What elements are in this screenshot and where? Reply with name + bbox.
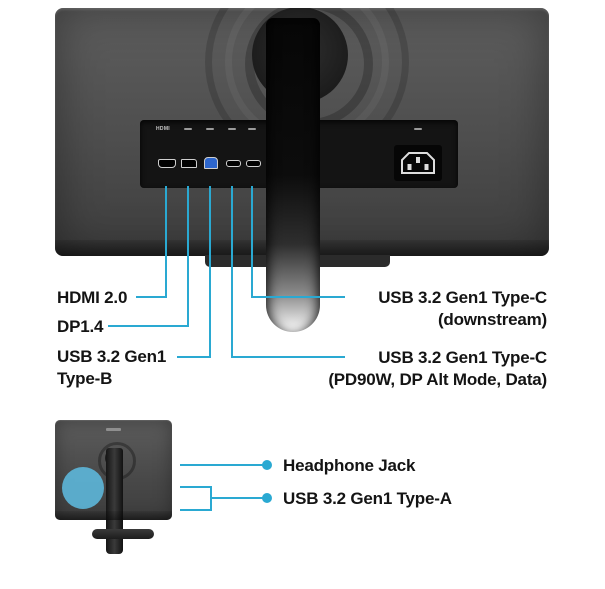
power-marking-icon <box>414 128 422 130</box>
dp-port <box>181 159 197 168</box>
label-usb-c-pd: USB 3.2 Gen1 Type-C (PD90W, DP Alt Mode,… <box>328 347 547 391</box>
callout-dot-usba <box>262 493 272 503</box>
callout-dot-headphone <box>262 460 272 470</box>
callout-line-headphone <box>180 464 264 466</box>
usb-c-port-marking-icon-2 <box>248 128 256 130</box>
usb-c-port-marking-icon <box>228 128 236 130</box>
label-usb-c-downstream: USB 3.2 Gen1 Type-C (downstream) <box>378 287 547 331</box>
thumbnail-stand-column <box>106 448 123 554</box>
label-usb-b-line2: Type-B <box>57 369 113 388</box>
usb-c-port-pd <box>226 160 241 167</box>
label-dp: DP1.4 <box>57 317 104 336</box>
label-usb-b-line1: USB 3.2 Gen1 <box>57 347 167 366</box>
callout-line-usbb-v <box>209 186 211 358</box>
callout-line-usbc-down-v <box>251 186 253 298</box>
side-port-highlight-circle <box>62 467 104 509</box>
label-usb-a: USB 3.2 Gen1 Type-A <box>283 489 452 508</box>
thumbnail-stand-base <box>92 529 154 539</box>
stand-column <box>266 18 320 332</box>
hdmi-port <box>158 159 176 168</box>
callout-line-usbc-down-h <box>251 296 345 298</box>
usb-c-port-downstream <box>246 160 261 167</box>
usb-b-port-marking-icon <box>206 128 214 130</box>
callout-line-dp-v <box>187 186 189 327</box>
label-headphone: Headphone Jack <box>283 456 416 475</box>
callout-line-usbb-h <box>177 356 211 358</box>
callout-line-usbc-pd-h <box>231 356 345 358</box>
label-usb-b: USB 3.2 Gen1 Type-B <box>57 346 166 390</box>
usb-b-port <box>204 157 218 169</box>
callout-line-hdmi-v <box>165 186 167 298</box>
callout-line-usba-mid <box>210 497 264 499</box>
hdmi-port-marking: HDMI <box>156 126 170 132</box>
logo-mark <box>106 428 121 431</box>
callout-line-hdmi-h <box>136 296 167 298</box>
label-usb-c-downstream-line2: (downstream) <box>437 310 547 329</box>
callout-line-usba-bottom <box>180 509 212 511</box>
callout-line-usba-top <box>180 486 212 488</box>
label-hdmi: HDMI 2.0 <box>57 288 128 307</box>
power-inlet <box>394 145 442 181</box>
callout-line-usbc-pd-v <box>231 186 233 358</box>
label-usb-c-pd-line1: USB 3.2 Gen1 Type-C <box>378 348 547 367</box>
thumbnail-bottom-edge <box>55 511 172 520</box>
dp-port-marking-icon <box>184 128 192 130</box>
label-usb-c-downstream-line1: USB 3.2 Gen1 Type-C <box>378 288 547 307</box>
callout-line-dp-h <box>108 325 189 327</box>
label-usb-c-pd-line2: (PD90W, DP Alt Mode, Data) <box>328 370 547 389</box>
